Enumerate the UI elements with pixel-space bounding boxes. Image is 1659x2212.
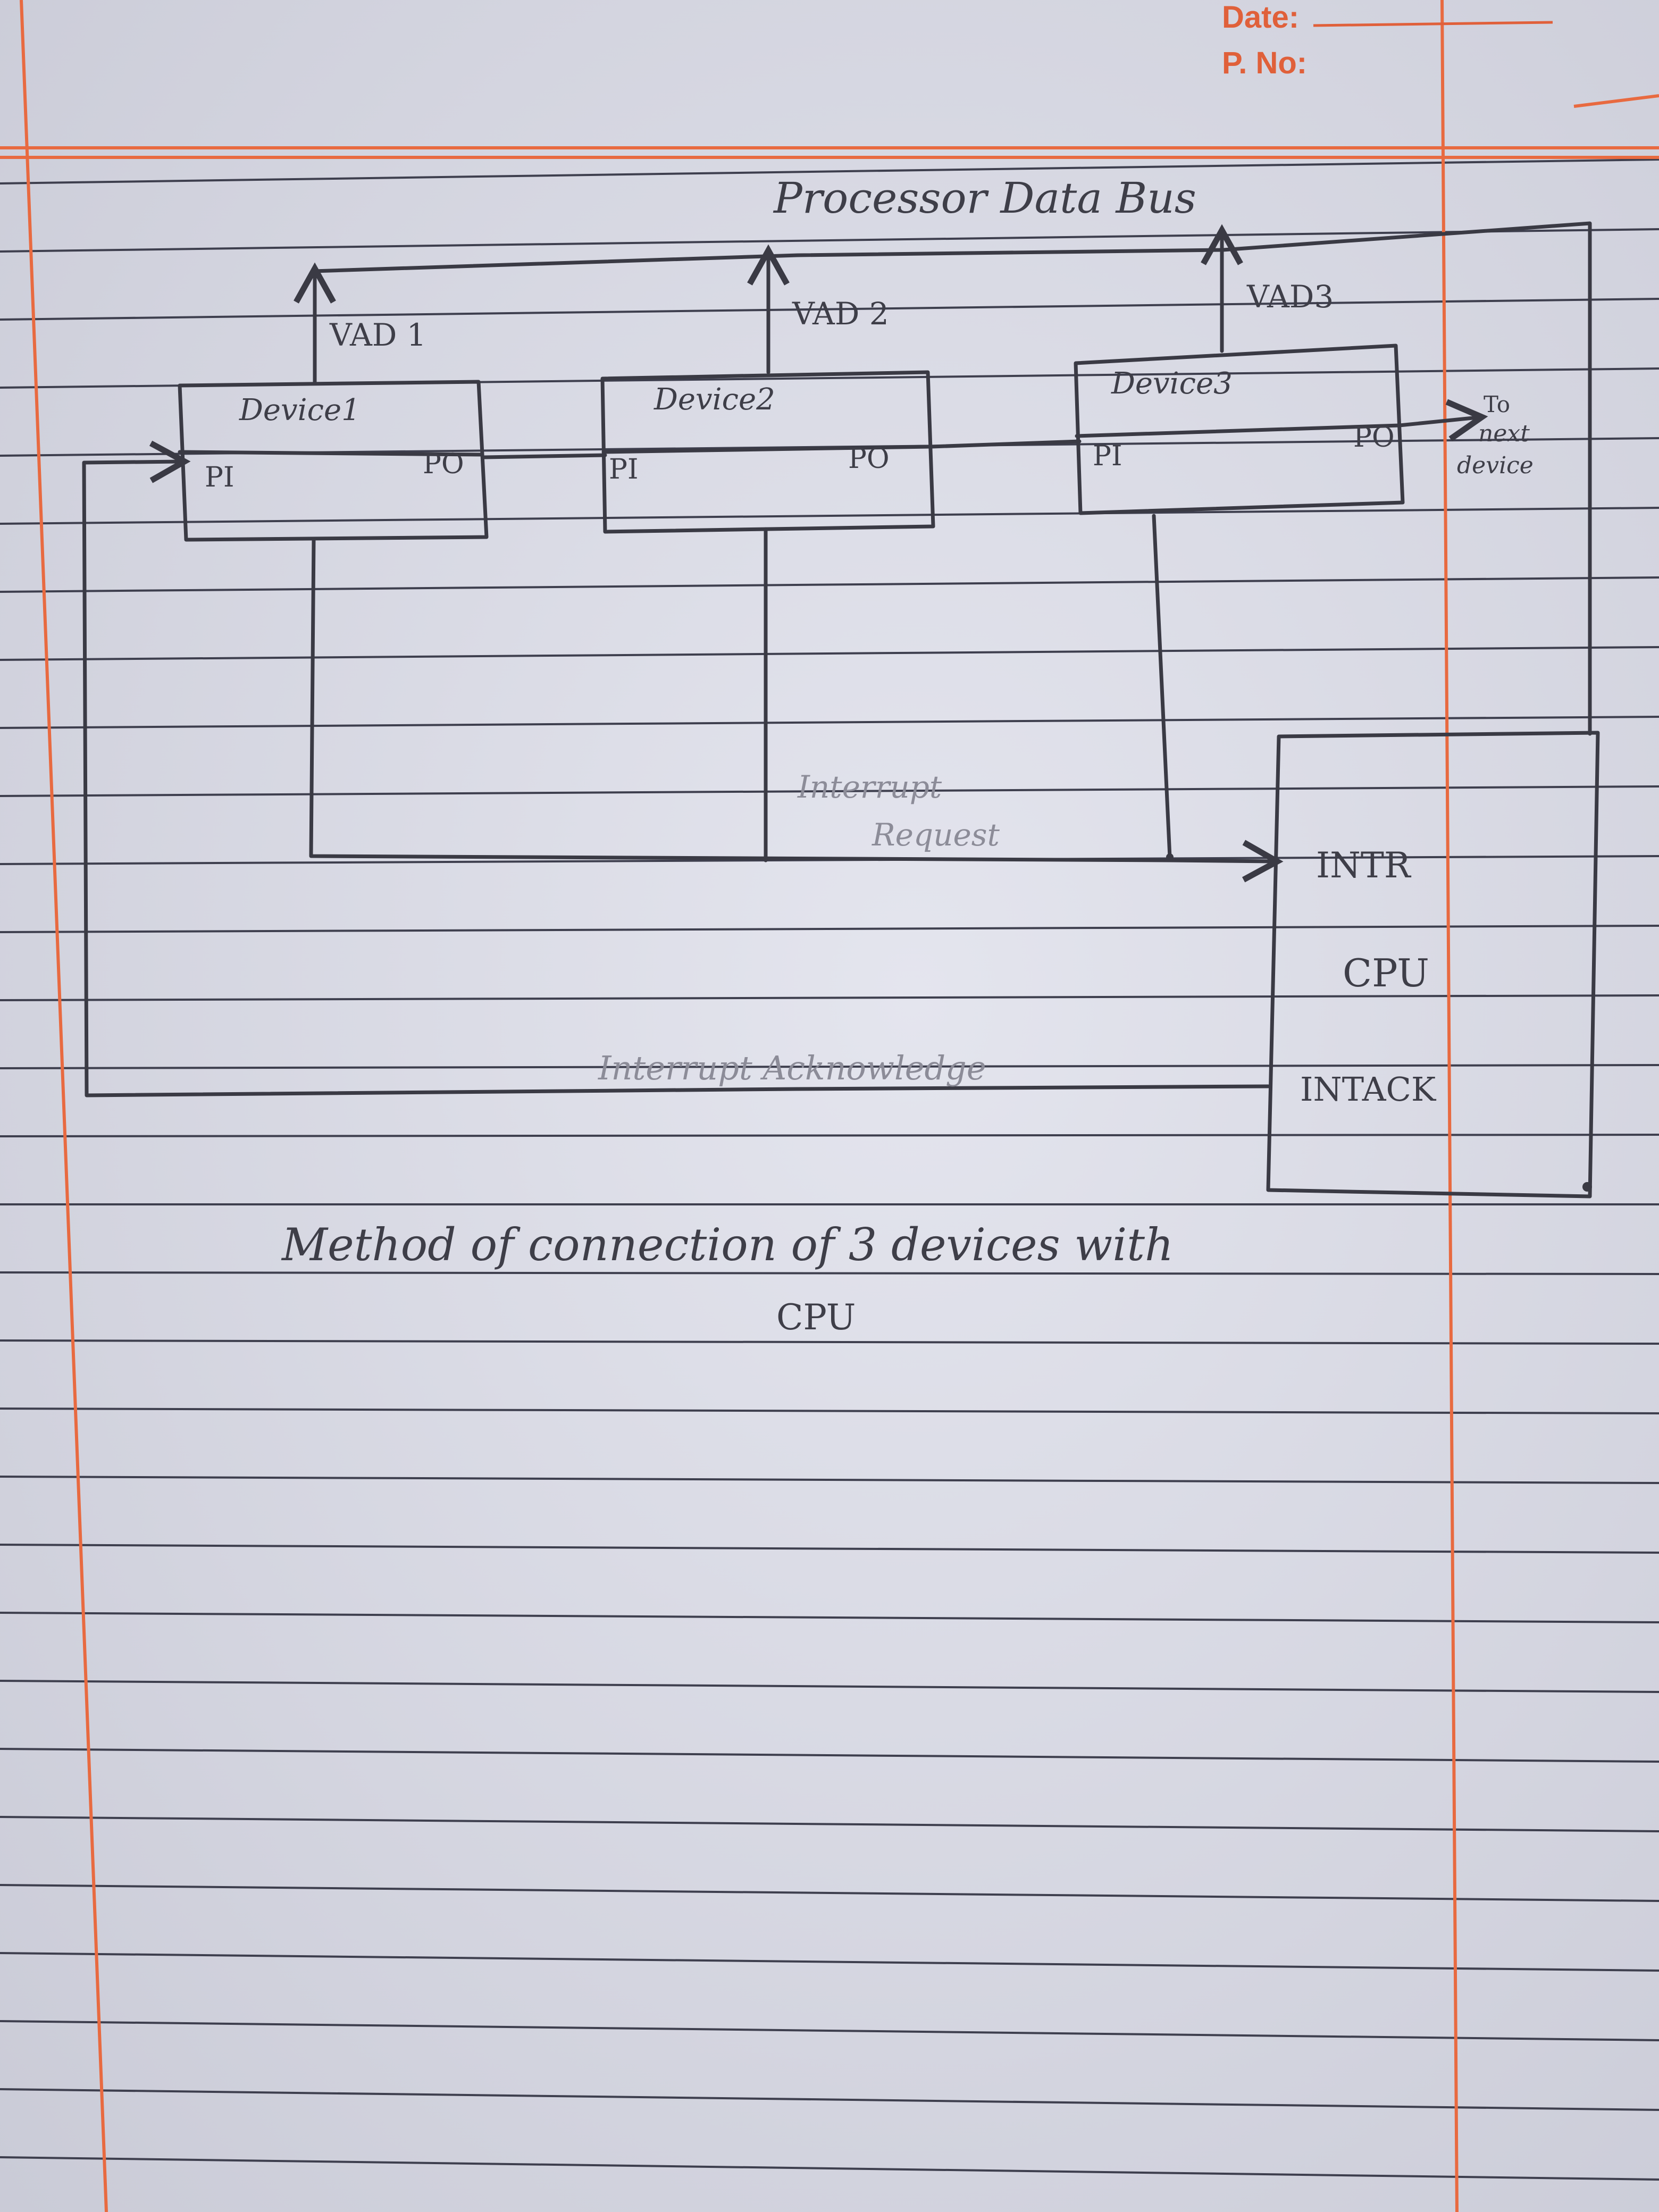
interrupt-request-label-2: Request: [872, 817, 1000, 853]
interrupt-request-lines: [309, 514, 1284, 883]
right-margin-line: [1440, 0, 1459, 2212]
ruled-line: [0, 925, 1659, 933]
left-margin-line: [20, 0, 108, 2212]
ruled-line: [0, 1748, 1659, 1763]
vad1-label: VAD 1: [329, 317, 426, 353]
ruled-line: [0, 1544, 1659, 1554]
ruled-line: [0, 1407, 1659, 1414]
ruled-line: [0, 1271, 1659, 1275]
device3-po-label: PO: [1353, 422, 1395, 454]
next-device-to: To: [1484, 391, 1510, 417]
interrupt-acknowledge-label: Interrupt Acknowledge: [598, 1049, 986, 1087]
ruled-line: [0, 1134, 1659, 1137]
vad3-label: VAD3: [1246, 279, 1334, 315]
bus-label: Processor Data Bus: [773, 173, 1196, 223]
device1-box: [178, 380, 489, 542]
ruled-line: [0, 1680, 1659, 1693]
ruled-line: [0, 507, 1659, 525]
ruled-line: [0, 1064, 1659, 1069]
device1-po-label: PO: [423, 448, 464, 480]
ruled-line: [0, 576, 1659, 593]
cpu-intack-label: INTACK: [1300, 1070, 1437, 1109]
date-label: Date:: [1222, 0, 1299, 35]
caption-line-1: Method of connection of 3 devices with: [281, 1219, 1174, 1271]
ruled-line: [0, 158, 1659, 185]
ruled-line: [0, 1612, 1659, 1623]
device2-label: Device2: [653, 382, 775, 417]
ruled-line: [0, 1816, 1659, 1832]
device3-box: [1074, 343, 1405, 515]
ruled-line: [0, 228, 1659, 253]
interrupt-request-label-1: Interrupt: [797, 769, 942, 805]
ruled-line: [0, 2088, 1659, 2111]
ruled-line: [0, 1339, 1659, 1345]
page-number-label: P. No:: [1222, 46, 1307, 80]
ruled-line: [0, 298, 1659, 321]
device3-pi-label: PI: [1093, 440, 1122, 472]
cpu-intr-label: INTR: [1316, 845, 1412, 886]
ruled-line: [0, 1476, 1659, 1484]
cpu-label: CPU: [1343, 951, 1429, 995]
ruled-line: [0, 1952, 1659, 1972]
vad2-label: VAD 2: [792, 296, 889, 332]
device2-box: [600, 370, 935, 534]
ruled-line: [0, 716, 1659, 729]
daisy-chain-links: [482, 399, 1488, 459]
ruled-line: [0, 646, 1659, 661]
device2-pi-label: PI: [609, 454, 639, 485]
cpu-box: [1266, 731, 1600, 1199]
header-rule: [0, 94, 1659, 159]
next-device-next: next: [1478, 420, 1530, 447]
ruled-line: [0, 1884, 1659, 1902]
device1-pi-label: PI: [205, 462, 234, 493]
caption-line-2: CPU: [776, 1297, 856, 1338]
device3-label: Device3: [1111, 366, 1233, 401]
ruled-line: [0, 994, 1659, 1001]
next-device-device: device: [1457, 452, 1534, 479]
ruled-line: [0, 785, 1659, 797]
date-underline: [1313, 21, 1553, 27]
ruled-line: [0, 2020, 1659, 2041]
device2-po-label: PO: [848, 443, 890, 475]
interrupt-acknowledge-line: [82, 440, 1270, 1097]
device1-label: Device1: [239, 393, 361, 428]
ruled-line: [0, 2156, 1659, 2181]
